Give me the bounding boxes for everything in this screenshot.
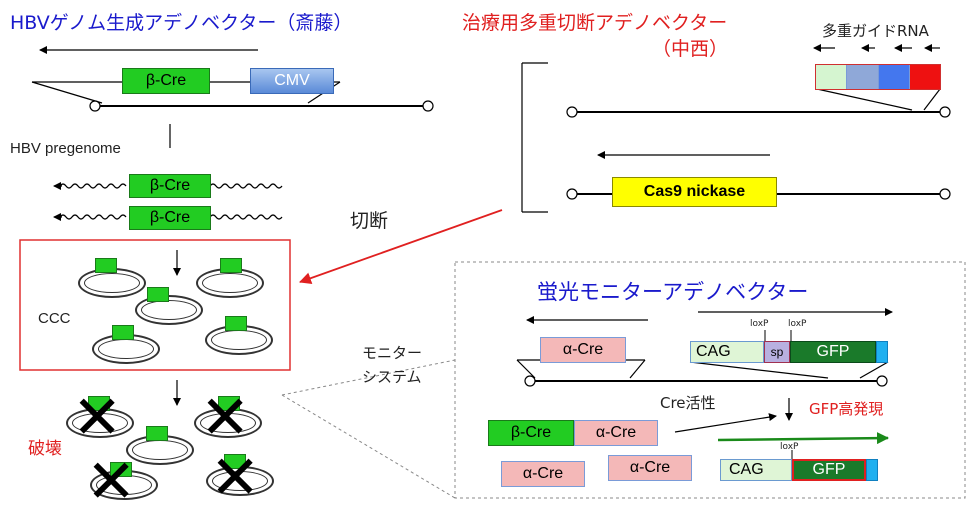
hbv-vector-title: HBVゲノム生成アデノベクター（斎藤） [10, 12, 353, 34]
monitor-system-label-1: モニター [362, 344, 423, 362]
cag-promoter: CAG [690, 341, 764, 363]
guide-rna-array [815, 64, 941, 90]
pregenome-beta-cre-2: β-Cre [129, 206, 211, 230]
fusion-beta-cre: β-Cre [488, 420, 574, 446]
guide-rna-4 [909, 65, 940, 89]
terminator-element-2 [866, 459, 878, 481]
cag-gfp-cassette: CAG GFP [720, 459, 880, 481]
monitor-alpha-cre: α-Cre [540, 337, 626, 363]
alpha-cre-bottom-1: α-Cre [501, 461, 585, 487]
cut-arrow [299, 209, 503, 284]
pregenome-beta-cre-1: β-Cre [129, 174, 211, 198]
cas9-nickase-element: Cas9 nickase [612, 177, 777, 207]
monitor-vector-title: 蛍光モニターアデノベクター [537, 280, 809, 304]
multi-guide-rna-label: 多重ガイドRNA [822, 22, 929, 40]
fusion-alpha-cre: α-Cre [574, 420, 658, 446]
cre-activity-label: Cre活性 [660, 394, 716, 412]
loxp-label-2: loxP [788, 319, 807, 329]
gfp-element-2: GFP [792, 459, 866, 481]
guide-rna-3 [878, 65, 910, 89]
destroy-label: 破壊 [28, 439, 62, 459]
pregenome-graphic [53, 182, 283, 221]
therapy-vector-title-sub: （中西） [652, 38, 729, 60]
sp-element: sp [764, 341, 790, 363]
cag-promoter-2: CAG [720, 459, 792, 481]
beta-alpha-cre-fusion: β-Cre α-Cre [488, 420, 658, 446]
loxp-label-1: loxP [750, 319, 769, 329]
gfp-element: GFP [790, 341, 876, 363]
cross-icon: ✕ [200, 383, 251, 453]
alpha-cre-bottom-2: α-Cre [608, 455, 692, 481]
cross-icon: ✕ [86, 447, 137, 517]
guide-rna-1 [816, 65, 848, 89]
monitor-box [454, 261, 966, 499]
monitor-system-label-2: システム [362, 368, 422, 386]
hbv-vector-graphic [31, 46, 434, 148]
gfp-high-expression-label: GFP高発現 [809, 400, 884, 418]
therapy-vector-title: 治療用多重切断アデノベクター [462, 12, 728, 34]
ccc-label: CCC [38, 310, 71, 327]
cag-sp-gfp-cassette: CAG sp GFP [690, 341, 888, 363]
loxp-label-3: loxP [780, 442, 799, 452]
guide-rna-2 [847, 65, 879, 89]
cut-label: 切断 [350, 210, 389, 232]
ccc-box [19, 239, 291, 371]
cross-icon: ✕ [72, 383, 123, 453]
cmv-promoter: CMV [250, 68, 334, 94]
cross-icon: ✕ [210, 443, 261, 513]
hbv-pregenome-label: HBV pregenome [10, 140, 121, 157]
terminator-element [876, 341, 888, 363]
beta-cre-element: β-Cre [122, 68, 210, 94]
